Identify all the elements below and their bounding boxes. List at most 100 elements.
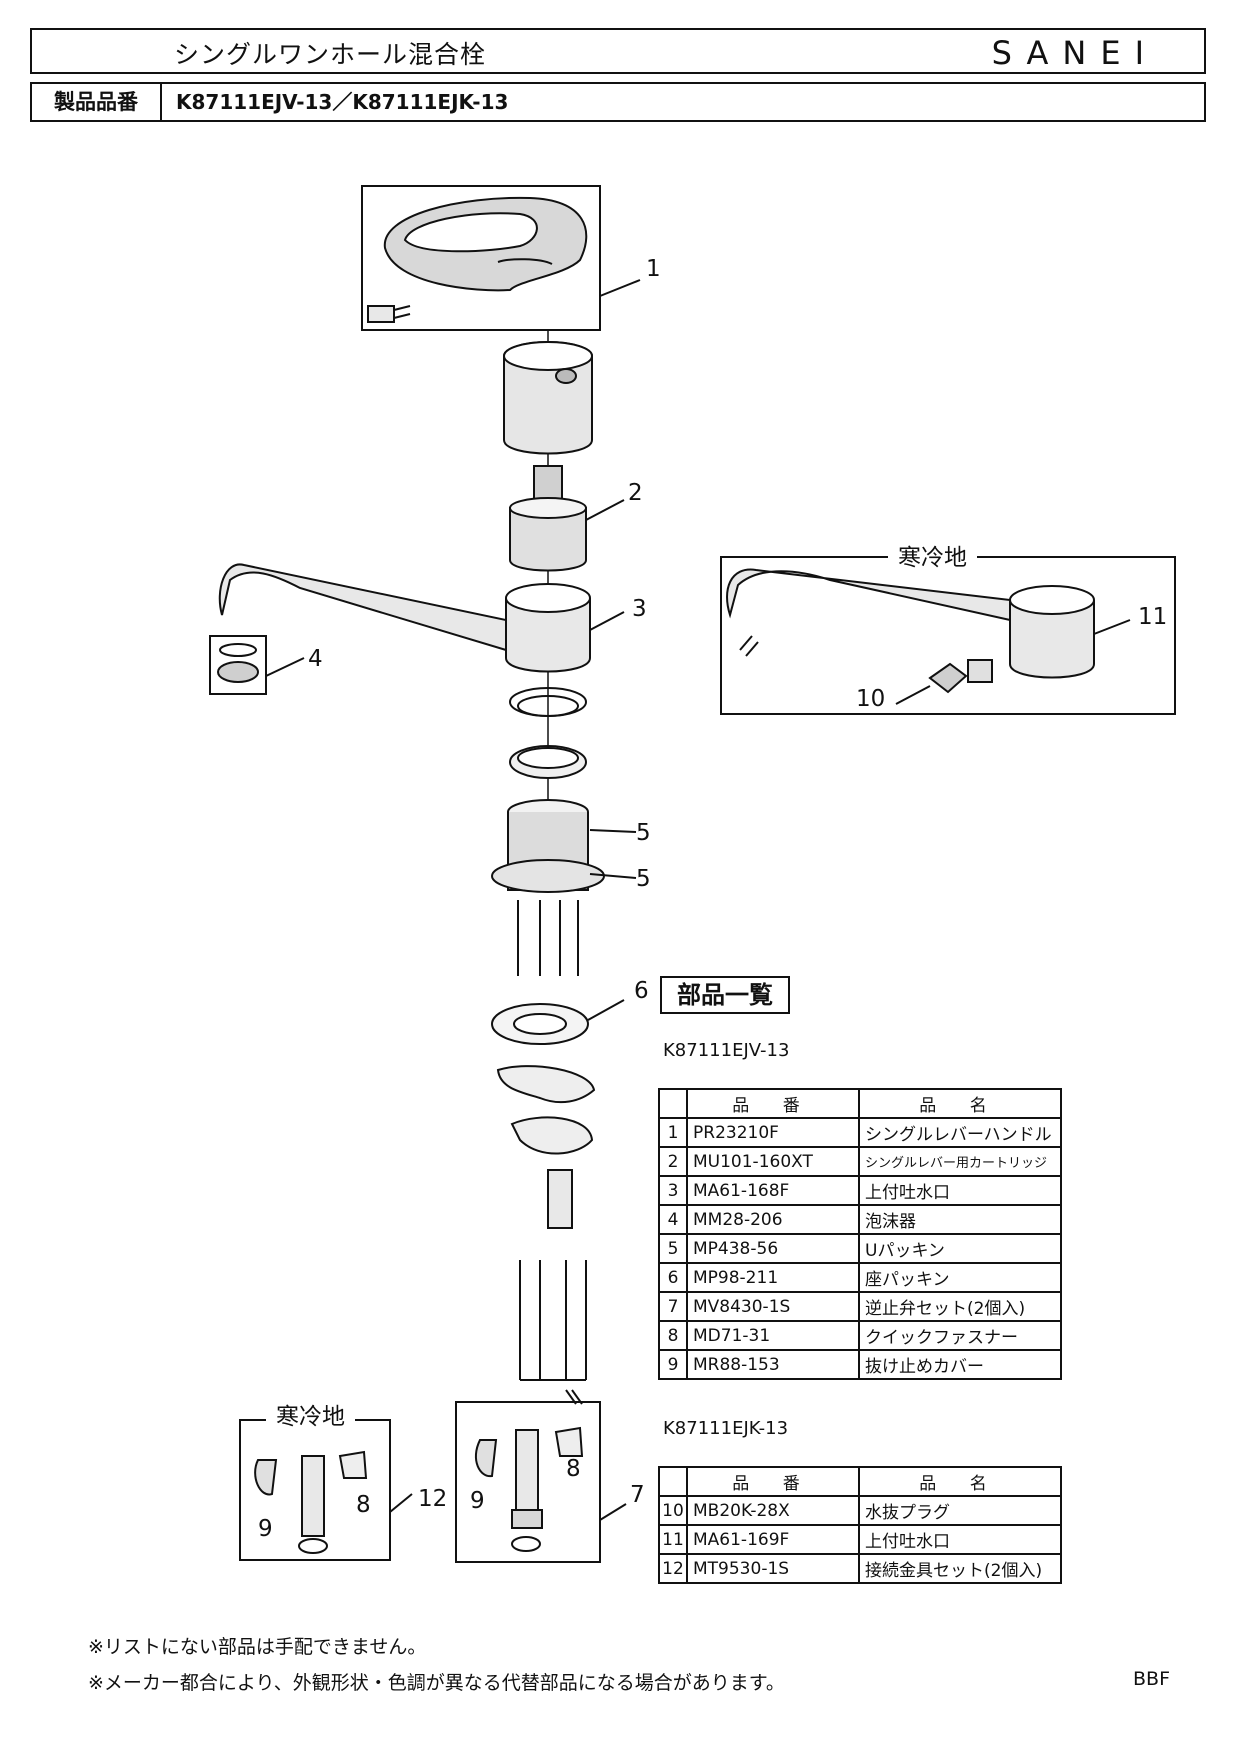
callout-12: 12 bbox=[418, 1486, 448, 1512]
table-header-no bbox=[658, 1466, 688, 1497]
row-part-number: MB20K-28X bbox=[686, 1495, 860, 1526]
row-no: 7 bbox=[658, 1291, 688, 1322]
row-part-name: 座パッキン bbox=[858, 1262, 1062, 1293]
cold-region-spout-box bbox=[720, 556, 1176, 715]
callout-5a: 5 bbox=[636, 820, 651, 846]
product-number-bar: 製品品番 K87111EJV-13／K87111EJK-13 bbox=[30, 82, 1206, 122]
hose-parts bbox=[519, 1260, 587, 1405]
callout-3: 3 bbox=[632, 596, 647, 622]
product-number-label: 製品品番 bbox=[32, 84, 162, 120]
row-part-name: シングルレバー用カートリッジ bbox=[858, 1146, 1062, 1177]
row-part-number: MU101-160XT bbox=[686, 1146, 860, 1177]
callout-7: 7 bbox=[630, 1482, 645, 1508]
washer-parts bbox=[496, 1065, 596, 1229]
row-no: 11 bbox=[658, 1524, 688, 1555]
callout-4: 4 bbox=[308, 646, 323, 672]
table-header-row: 品 番 品 名 bbox=[658, 1466, 1062, 1497]
note-substitute-parts: ※メーカー都合により、外観形状・色調が異なる代替部品になる場合があります。 bbox=[88, 1672, 785, 1694]
check-valve-set-box bbox=[455, 1401, 627, 1563]
row-part-name: 接続金具セット(2個入) bbox=[858, 1553, 1062, 1584]
row-part-number: MA61-169F bbox=[686, 1524, 860, 1555]
sleeve-part bbox=[503, 341, 593, 455]
model-number-1: K87111EJV-13 bbox=[663, 1040, 790, 1061]
row-part-name: 抜け止めカバー bbox=[858, 1349, 1062, 1380]
callout-11: 11 bbox=[1138, 604, 1168, 630]
row-part-number: MP438-56 bbox=[686, 1233, 860, 1264]
row-part-number: MD71-31 bbox=[686, 1320, 860, 1351]
title-bar: シングルワンホール混合栓 SANEI bbox=[30, 28, 1206, 74]
seat-packing-part bbox=[491, 999, 625, 1045]
table-header-no bbox=[658, 1088, 688, 1119]
callout-8: 8 bbox=[566, 1456, 581, 1482]
callout-9-cold: 9 bbox=[258, 1516, 273, 1542]
table-header-part-name: 品 名 bbox=[858, 1466, 1062, 1497]
brand-logo: SANEI bbox=[991, 34, 1158, 72]
row-no: 8 bbox=[658, 1320, 688, 1351]
callout-6: 6 bbox=[634, 978, 649, 1004]
parts-list-title: 部品一覧 bbox=[660, 976, 790, 1014]
row-part-name: シングルレバーハンドル bbox=[858, 1117, 1062, 1148]
ring-parts bbox=[509, 687, 587, 779]
table-header-row: 品 番 品 名 bbox=[658, 1088, 1062, 1119]
row-no: 2 bbox=[658, 1146, 688, 1177]
document-code: BBF bbox=[1133, 1668, 1170, 1690]
row-part-number: MR88-153 bbox=[686, 1349, 860, 1380]
cold-region-label: 寒冷地 bbox=[888, 547, 977, 570]
callout-5b: 5 bbox=[636, 866, 651, 892]
row-part-name: 逆止弁セット(2個入) bbox=[858, 1291, 1062, 1322]
callout-2: 2 bbox=[628, 480, 643, 506]
note-unlisted-parts: ※リストにない部品は手配できません。 bbox=[88, 1636, 427, 1658]
lever-handle-part bbox=[361, 185, 641, 331]
product-number-value: K87111EJV-13／K87111EJK-13 bbox=[176, 90, 509, 114]
row-no: 6 bbox=[658, 1262, 688, 1293]
page-title: シングルワンホール混合栓 bbox=[174, 40, 487, 69]
row-no: 1 bbox=[658, 1117, 688, 1148]
row-part-number: MP98-211 bbox=[686, 1262, 860, 1293]
row-part-name: クイックファスナー bbox=[858, 1320, 1062, 1351]
connector-set-box bbox=[239, 1419, 413, 1561]
row-part-number: MM28-206 bbox=[686, 1204, 860, 1235]
model-number-2: K87111EJK-13 bbox=[663, 1418, 789, 1439]
row-part-number: PR23210F bbox=[686, 1117, 860, 1148]
spout-part bbox=[218, 563, 625, 673]
table-header-part-name: 品 名 bbox=[858, 1088, 1062, 1119]
aerator-part bbox=[209, 635, 305, 695]
cartridge-part bbox=[509, 465, 625, 572]
callout-1: 1 bbox=[646, 256, 661, 282]
table-header-part-number: 品 番 bbox=[686, 1088, 860, 1119]
row-no: 12 bbox=[658, 1553, 688, 1584]
row-part-name: 上付吐水口 bbox=[858, 1524, 1062, 1555]
callout-10: 10 bbox=[856, 686, 886, 712]
table-header-part-number: 品 番 bbox=[686, 1466, 860, 1497]
row-part-name: 水抜プラグ bbox=[858, 1495, 1062, 1526]
row-no: 9 bbox=[658, 1349, 688, 1380]
row-no: 3 bbox=[658, 1175, 688, 1206]
row-no: 4 bbox=[658, 1204, 688, 1235]
row-no: 10 bbox=[658, 1495, 688, 1526]
row-part-name: 泡沫器 bbox=[858, 1204, 1062, 1235]
row-part-number: MV8430-1S bbox=[686, 1291, 860, 1322]
callout-8-cold: 8 bbox=[356, 1492, 371, 1518]
row-part-number: MT9530-1S bbox=[686, 1553, 860, 1584]
row-part-number: MA61-168F bbox=[686, 1175, 860, 1206]
callout-9: 9 bbox=[470, 1488, 485, 1514]
row-part-name: 上付吐水口 bbox=[858, 1175, 1062, 1206]
row-part-name: Uパッキン bbox=[858, 1233, 1062, 1264]
cold-region-label-lower: 寒冷地 bbox=[266, 1406, 355, 1429]
body-part bbox=[491, 799, 637, 976]
